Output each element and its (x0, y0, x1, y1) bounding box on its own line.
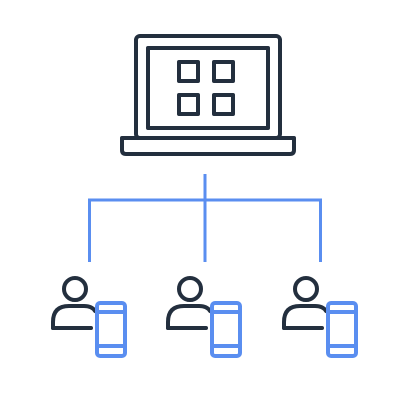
user-icon (282, 276, 328, 330)
app-grid-tile (212, 60, 235, 83)
app-grid-icon (177, 60, 235, 116)
phone-body (95, 301, 127, 358)
smartphone-icon (210, 301, 242, 358)
connector-lines (88, 174, 322, 262)
user-head (62, 276, 88, 302)
smartphone-icon (95, 301, 127, 358)
user-icon (51, 276, 97, 330)
user-device-group (166, 276, 242, 358)
user-shoulders (282, 304, 328, 330)
app-grid-tile (177, 93, 200, 116)
smartphone-icon (326, 301, 358, 358)
app-grid-tile (177, 60, 200, 83)
user-device-group (51, 276, 127, 358)
laptop-icon (120, 34, 296, 156)
phone-body (210, 301, 242, 358)
user-shoulders (166, 304, 212, 330)
app-grid-tile (212, 93, 235, 116)
laptop-screen-outer (134, 34, 282, 140)
user-icon (166, 276, 212, 330)
phone-body (326, 301, 358, 358)
laptop-base (120, 136, 296, 156)
user-device-group (282, 276, 358, 358)
user-head (293, 276, 319, 302)
user-head (177, 276, 203, 302)
laptop-screen-inner (146, 46, 270, 130)
user-shoulders (51, 304, 97, 330)
